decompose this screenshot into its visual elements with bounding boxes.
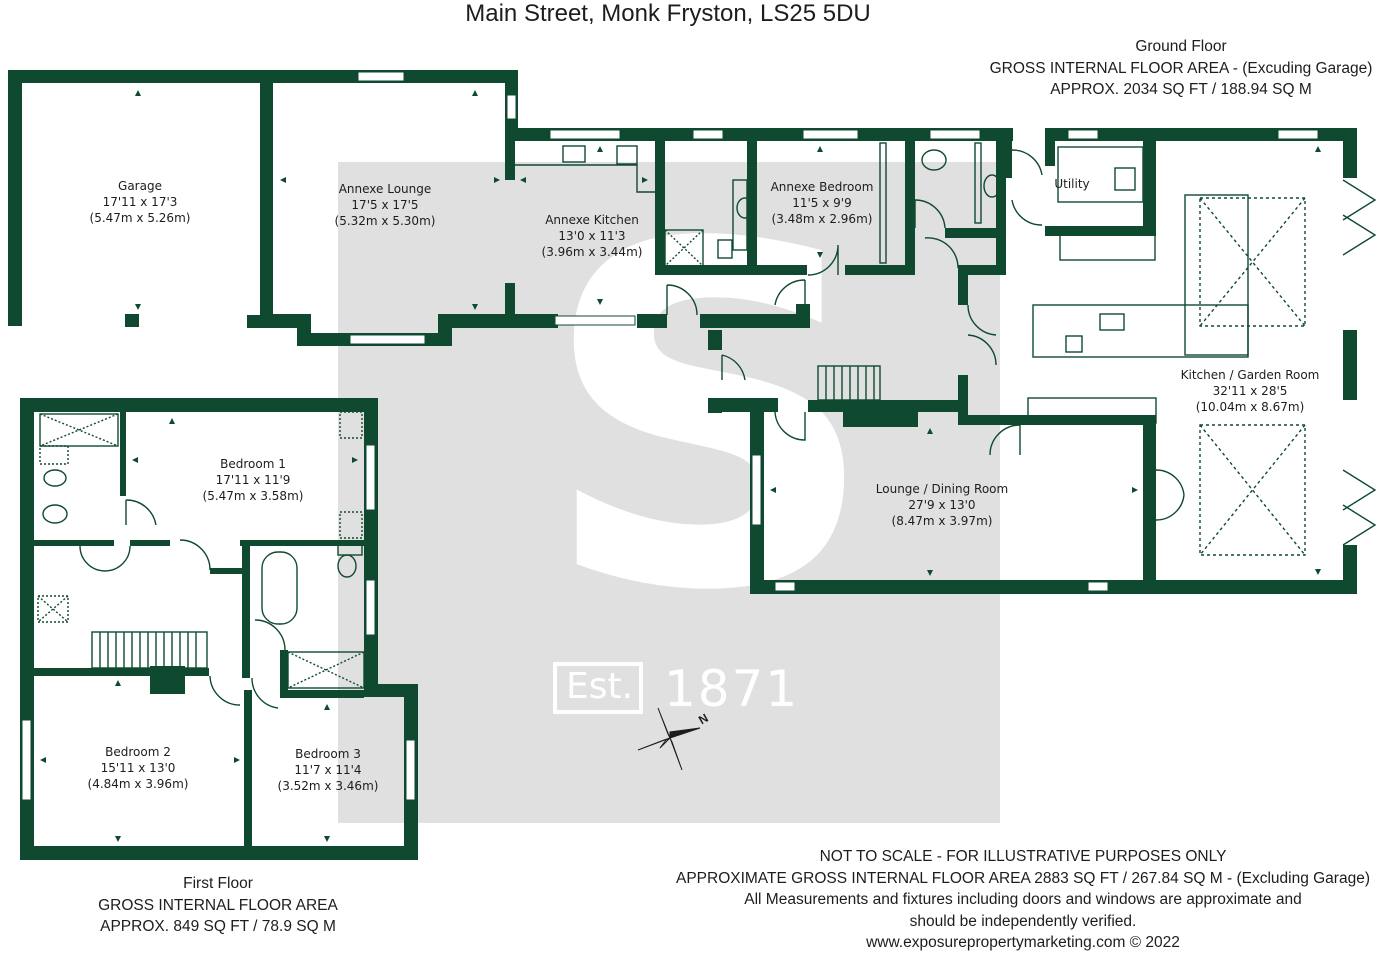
room-metric: (5.47m x 3.58m) xyxy=(202,489,304,503)
room-kitchen-garden: Kitchen / Garden Room 32'11 x 28'5 (10.0… xyxy=(1170,367,1330,415)
room-name: Bedroom 2 xyxy=(105,745,171,759)
room-bedroom1: Bedroom 1 17'11 x 11'9 (5.47m x 3.58m) xyxy=(183,456,323,504)
room-annexe-bedroom: Annexe Bedroom 11'5 x 9'9 (3.48m x 2.96m… xyxy=(752,179,892,227)
room-garage: Garage 17'11 x 17'3 (5.47m x 5.26m) xyxy=(70,178,210,226)
ground-floor-area-line2: APPROX. 2034 SQ FT / 188.94 SQ M xyxy=(1050,81,1312,98)
first-floor-label: First Floor xyxy=(183,875,253,892)
room-bedroom3: Bedroom 3 11'7 x 11'4 (3.52m x 3.46m) xyxy=(258,746,398,794)
room-imperial: 17'11 x 11'9 xyxy=(215,473,291,487)
room-utility: Utility xyxy=(1042,176,1102,192)
room-metric: (5.47m x 5.26m) xyxy=(89,211,191,225)
footer-line2: APPROXIMATE GROSS INTERNAL FLOOR AREA 28… xyxy=(675,869,1370,887)
watermark-year: 1871 xyxy=(664,660,800,718)
room-imperial: 32'11 x 28'5 xyxy=(1212,384,1288,398)
watermark-est-box xyxy=(553,662,643,714)
room-metric: (5.32m x 5.30m) xyxy=(334,214,436,228)
watermark-letter: S xyxy=(540,146,879,693)
ground-floor-heading: Ground Floor GROSS INTERNAL FLOOR AREA -… xyxy=(980,36,1382,101)
fixtures xyxy=(37,142,1377,709)
footer-line3: All Measurements and fixtures including … xyxy=(744,891,1302,908)
first-floor-area-line2: APPROX. 849 SQ FT / 78.9 SQ M xyxy=(100,918,336,935)
room-metric: (3.48m x 2.96m) xyxy=(771,212,873,226)
room-name: Garage xyxy=(118,179,162,193)
page-title: Main Street, Monk Fryston, LS25 5DU xyxy=(465,0,871,27)
footer-line1: NOT TO SCALE - FOR ILLUSTRATIVE PURPOSES… xyxy=(819,848,1227,865)
room-name: Bedroom 3 xyxy=(295,747,361,761)
compass-icon xyxy=(637,707,701,771)
room-bedroom2: Bedroom 2 15'11 x 13'0 (4.84m x 3.96m) xyxy=(68,744,208,792)
room-metric: (3.96m x 3.44m) xyxy=(541,245,643,259)
windows xyxy=(21,71,1319,801)
dimension-markers xyxy=(40,90,1321,842)
room-name: Kitchen / Garden Room xyxy=(1180,368,1320,382)
ground-floor-area-line1: GROSS INTERNAL FLOOR AREA - (Excuding Ga… xyxy=(989,59,1373,77)
room-imperial: 11'7 x 11'4 xyxy=(294,763,362,777)
room-imperial: 11'5 x 9'9 xyxy=(792,196,852,210)
room-name: Annexe Lounge xyxy=(338,182,432,196)
first-floor-heading: First Floor GROSS INTERNAL FLOOR AREA AP… xyxy=(60,873,376,938)
room-name: Lounge / Dining Room xyxy=(875,482,1009,496)
room-imperial: 13'0 x 11'3 xyxy=(558,229,626,243)
room-metric: (4.84m x 3.96m) xyxy=(87,777,189,791)
room-metric: (3.52m x 3.46m) xyxy=(277,779,379,793)
first-floor-area-line1: GROSS INTERNAL FLOOR AREA xyxy=(98,896,338,914)
room-name: Utility xyxy=(1054,177,1090,191)
room-annexe-kitchen: Annexe Kitchen 13'0 x 11'3 (3.96m x 3.44… xyxy=(522,212,662,260)
room-metric: (10.04m x 8.67m) xyxy=(1195,400,1305,414)
room-imperial: 17'5 x 17'5 xyxy=(351,198,419,212)
room-lounge-dining: Lounge / Dining Room 27'9 x 13'0 (8.47m … xyxy=(862,481,1022,529)
room-imperial: 27'9 x 13'0 xyxy=(908,498,976,512)
room-imperial: 17'11 x 17'3 xyxy=(102,195,178,209)
room-metric: (8.47m x 3.97m) xyxy=(891,514,993,528)
footer-website-link[interactable]: www.exposurepropertymarketing.com © 2022 xyxy=(866,934,1180,951)
room-name: Annexe Bedroom xyxy=(770,180,874,194)
room-imperial: 15'11 x 13'0 xyxy=(100,761,176,775)
ground-floor-label: Ground Floor xyxy=(1135,38,1227,55)
footer-disclaimer: NOT TO SCALE - FOR ILLUSTRATIVE PURPOSES… xyxy=(670,846,1376,954)
room-name: Bedroom 1 xyxy=(220,457,286,471)
footer-line4: should be independently verified. xyxy=(909,912,1137,930)
room-annexe-lounge: Annexe Lounge 17'5 x 17'5 (5.32m x 5.30m… xyxy=(315,181,455,229)
room-name: Annexe Kitchen xyxy=(545,213,639,227)
watermark-est: Est. xyxy=(566,666,634,707)
